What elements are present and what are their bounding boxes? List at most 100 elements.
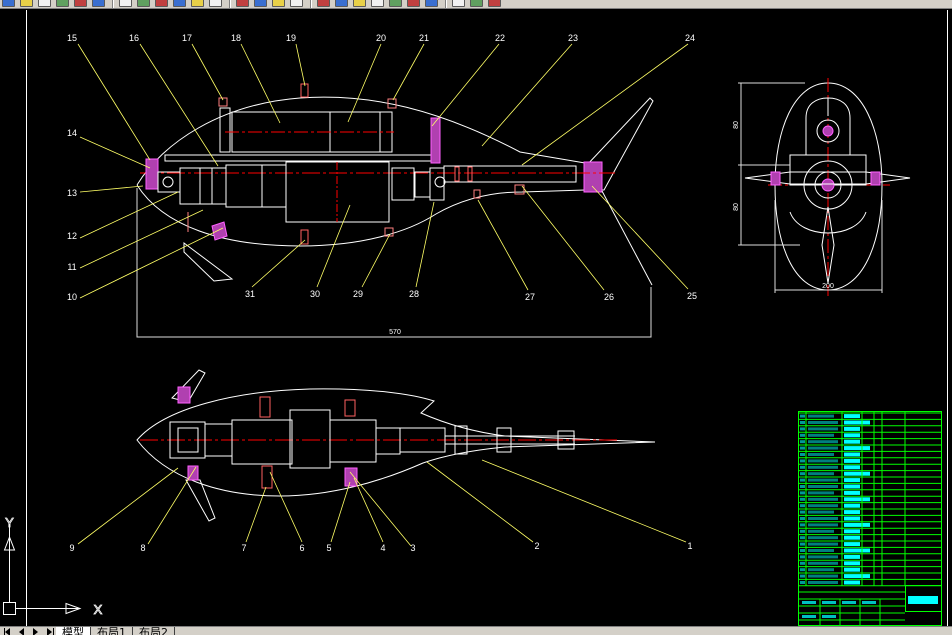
last-layout-icon[interactable] xyxy=(44,627,56,635)
leader-line xyxy=(240,43,281,124)
parts-list-index-bar xyxy=(800,421,805,424)
callout-26: 26 xyxy=(521,185,614,302)
parts-list-name-bar xyxy=(844,542,860,547)
leader-line xyxy=(347,43,382,123)
callout-25: 25 xyxy=(591,185,697,301)
publish-icon[interactable] xyxy=(92,0,105,7)
callout-number: 25 xyxy=(687,291,697,301)
parts-list-name-bar xyxy=(844,529,860,534)
toolbar-separator xyxy=(229,0,231,8)
callout-number: 30 xyxy=(310,289,320,299)
parts-list-index-bar xyxy=(800,523,805,527)
title-block-text-bar xyxy=(862,601,876,604)
first-layout-icon[interactable] xyxy=(2,627,14,635)
title-block-text-bar xyxy=(822,601,836,604)
callout-number: 13 xyxy=(67,188,77,198)
parts-list-index-bar xyxy=(800,529,805,533)
help-icon[interactable] xyxy=(425,0,438,7)
save-icon[interactable] xyxy=(38,0,51,7)
parts-list-code-bar xyxy=(808,427,838,431)
tab-model[interactable]: 模型 xyxy=(56,627,91,635)
parts-list-index-bar xyxy=(800,453,805,456)
parts-list-code-bar xyxy=(808,529,834,533)
plot-icon[interactable] xyxy=(56,0,69,7)
parts-list-code-bar xyxy=(808,497,838,501)
copy-icon[interactable] xyxy=(137,0,150,7)
fish-body-outline xyxy=(136,96,586,247)
match-properties-icon[interactable] xyxy=(173,0,186,7)
callout-number: 1 xyxy=(687,541,692,551)
callout-number: 20 xyxy=(376,33,386,43)
callout-27: 27 xyxy=(477,199,535,302)
callout-number: 9 xyxy=(69,543,74,553)
callout-31: 31 xyxy=(245,239,306,299)
callout-4: 4 xyxy=(353,477,386,553)
undo-icon[interactable] xyxy=(191,0,204,7)
tab-layout2[interactable]: 布局2 xyxy=(133,627,175,635)
leader-line xyxy=(426,461,534,543)
parts-list-code-bar xyxy=(808,453,834,456)
zoom-previous-icon[interactable] xyxy=(290,0,303,7)
markup-icon[interactable] xyxy=(389,0,402,7)
parts-list-name-bar xyxy=(844,497,870,502)
toolbar-separator xyxy=(310,0,312,8)
parts-list-index-bar xyxy=(800,510,805,514)
paste-icon[interactable] xyxy=(155,0,168,7)
parts-list-index-bar xyxy=(800,472,805,476)
redo-icon[interactable] xyxy=(209,0,222,7)
leader-line xyxy=(79,191,179,239)
sheet-set-icon[interactable] xyxy=(371,0,384,7)
parts-list-name-bar xyxy=(844,503,860,508)
clip-upper-rear xyxy=(344,399,356,417)
callout-number: 3 xyxy=(410,543,415,553)
zoom-window-icon[interactable] xyxy=(272,0,285,7)
layer-state-icon[interactable] xyxy=(470,0,483,7)
title-block-text-bar xyxy=(822,615,836,618)
callout-30: 30 xyxy=(310,204,351,299)
callout-number: 6 xyxy=(299,543,304,553)
open-icon[interactable] xyxy=(20,0,33,7)
parts-list-name-bar xyxy=(844,471,870,476)
tab-layout1[interactable]: 布局1 xyxy=(91,627,133,635)
pan-icon[interactable] xyxy=(236,0,249,7)
calculator-icon[interactable] xyxy=(407,0,420,7)
callout-number: 23 xyxy=(568,33,578,43)
pulley-block xyxy=(391,167,415,201)
upper-shaft-hub xyxy=(822,125,834,137)
title-block-text-bar xyxy=(842,601,856,604)
motor-plan xyxy=(231,419,293,465)
callout-17: 17 xyxy=(182,33,224,101)
parts-list-index-bar xyxy=(800,536,805,540)
shaft-bearing xyxy=(454,425,468,455)
layer-previous-icon[interactable] xyxy=(488,0,501,7)
parts-list-code-bar xyxy=(808,504,838,508)
fin-mount-left xyxy=(770,171,781,186)
parts-list-code-bar xyxy=(808,433,834,437)
leader-line xyxy=(481,43,573,147)
leader-line xyxy=(79,136,151,169)
plot-preview-icon[interactable] xyxy=(74,0,87,7)
pectoral-fin-mount xyxy=(211,221,228,241)
parts-list-name-bar xyxy=(844,433,860,438)
parts-list-code-bar xyxy=(808,568,834,572)
callout-number: 19 xyxy=(286,33,296,43)
parts-list-code-bar xyxy=(808,517,838,520)
tool-palettes-icon[interactable] xyxy=(353,0,366,7)
next-layout-icon[interactable] xyxy=(30,627,42,635)
leader-line xyxy=(361,233,391,288)
callout-number: 11 xyxy=(67,262,76,272)
design-center-icon[interactable] xyxy=(335,0,348,7)
parts-list-index-bar xyxy=(800,517,805,520)
callout-number: 8 xyxy=(140,543,145,553)
callout-number: 29 xyxy=(353,289,363,299)
layer-properties-icon[interactable] xyxy=(452,0,465,7)
plan-view xyxy=(136,369,656,522)
callout-number: 31 xyxy=(245,289,255,299)
new-icon[interactable] xyxy=(2,0,15,7)
zoom-realtime-icon[interactable] xyxy=(254,0,267,7)
chin-outline xyxy=(789,211,867,234)
previous-layout-icon[interactable] xyxy=(16,627,28,635)
cut-icon[interactable] xyxy=(119,0,132,7)
properties-icon[interactable] xyxy=(317,0,330,7)
